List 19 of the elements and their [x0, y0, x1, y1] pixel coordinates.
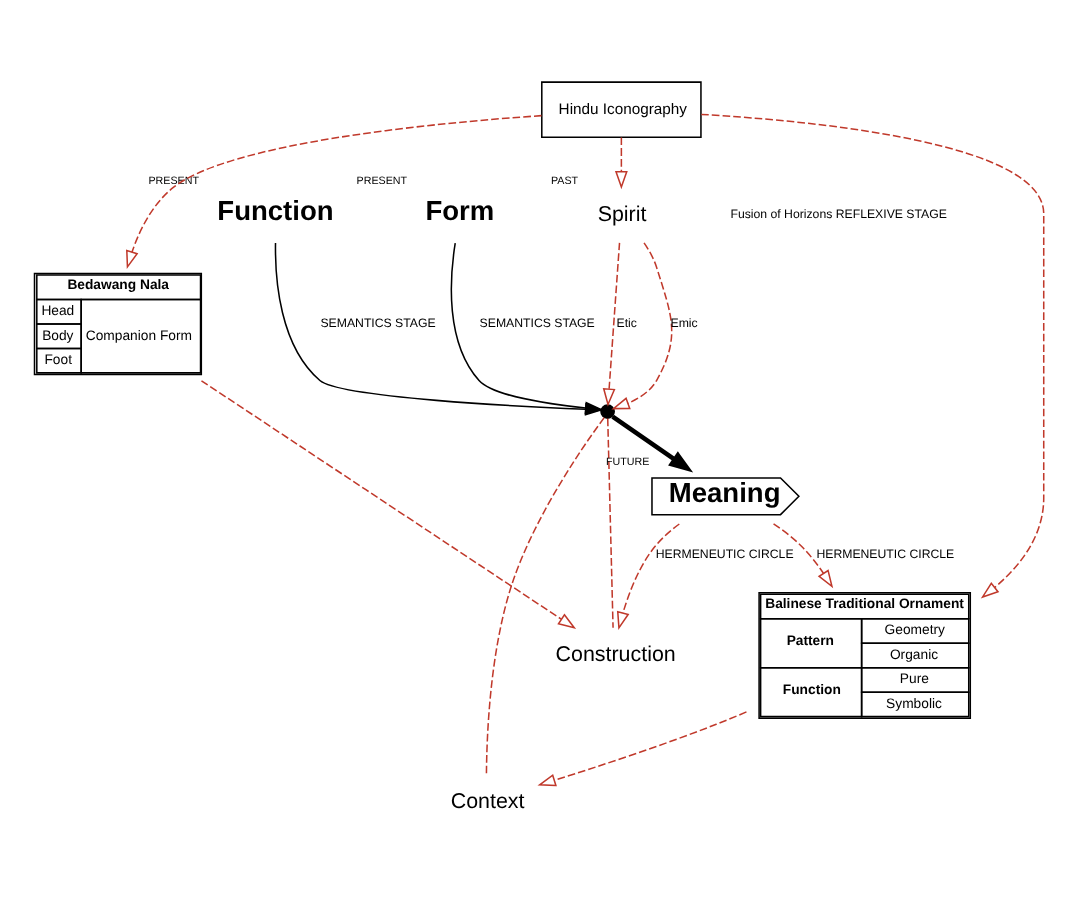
node-text: Function — [217, 196, 334, 227]
node-text: Spirit — [597, 202, 647, 227]
connector — [485, 416, 605, 776]
arrow — [537, 711, 748, 787]
arrow — [611, 242, 673, 410]
node-text: Form — [425, 196, 495, 227]
connector — [606, 417, 614, 629]
node-text: Construction — [555, 643, 676, 668]
arrow — [602, 242, 621, 407]
arrow — [772, 523, 834, 589]
arrow — [126, 114, 543, 270]
node-box: Hindu Iconography — [541, 81, 702, 138]
arrow — [614, 136, 628, 190]
node-circle — [600, 404, 615, 419]
node-text: Context — [450, 790, 525, 814]
arrow — [700, 113, 1045, 599]
arrow — [200, 380, 577, 629]
arrow — [611, 414, 694, 473]
arrow — [616, 523, 681, 631]
